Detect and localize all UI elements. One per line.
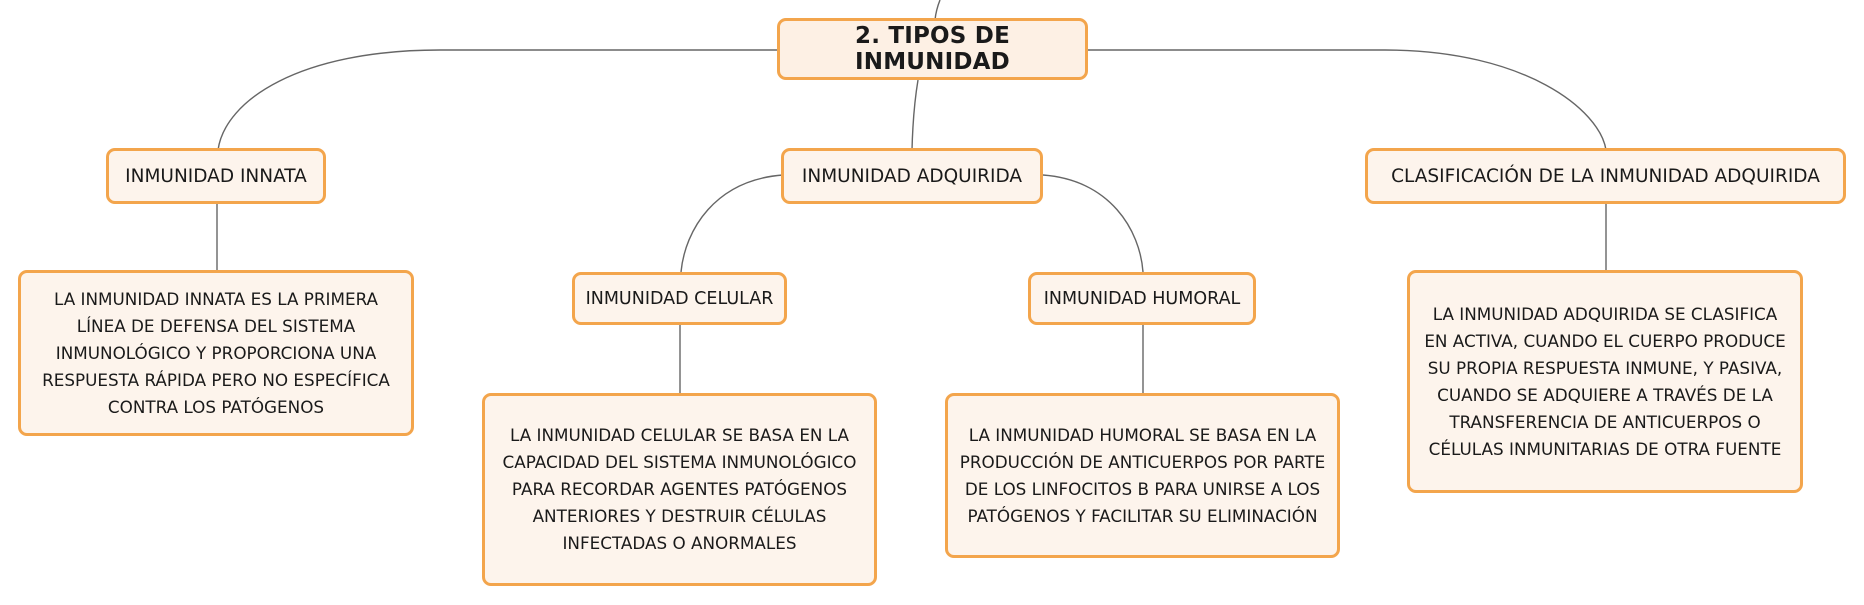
connector-root-to-innata: [217, 49, 780, 151]
humoral-description: LA INMUNIDAD HUMORAL SE BASA EN LA PRODU…: [959, 424, 1326, 526]
connector-adquirida-to-humoral: [1042, 174, 1144, 273]
adquirida-label: INMUNIDAD ADQUIRIDA: [801, 165, 1023, 187]
celular-description: LA INMUNIDAD CELULAR SE BASA EN LA CAPAC…: [502, 425, 857, 553]
root-label: 2. TIPOS DE INMUNIDAD: [855, 23, 1010, 75]
innata-description-node[interactable]: LA INMUNIDAD INNATA ES LA PRIMERA LÍNEA …: [18, 270, 414, 436]
innata-label: INMUNIDAD INNATA: [125, 165, 307, 187]
connector-root-to-adquirida: [911, 79, 919, 151]
connector-adquirida-to-celular: [680, 174, 784, 273]
adquirida-node[interactable]: INMUNIDAD ADQUIRIDA: [781, 148, 1043, 204]
celular-label: INMUNIDAD CELULAR: [585, 288, 774, 309]
celular-description-node[interactable]: LA INMUNIDAD CELULAR SE BASA EN LA CAPAC…: [482, 393, 877, 586]
clasificacion-description: LA INMUNIDAD ADQUIRIDA SE CLASIFICA EN A…: [1424, 303, 1786, 459]
clasificacion-description-node[interactable]: LA INMUNIDAD ADQUIRIDA SE CLASIFICA EN A…: [1407, 270, 1803, 493]
clasificacion-label: CLASIFICACIÓN DE LA INMUNIDAD ADQUIRIDA: [1391, 165, 1820, 187]
humoral-node[interactable]: INMUNIDAD HUMORAL: [1028, 272, 1256, 325]
humoral-description-node[interactable]: LA INMUNIDAD HUMORAL SE BASA EN LA PRODU…: [945, 393, 1340, 558]
root-node[interactable]: 2. TIPOS DE INMUNIDAD: [777, 18, 1088, 80]
celular-node[interactable]: INMUNIDAD CELULAR: [572, 272, 787, 325]
connector-root-to-clasificacion: [1087, 49, 1607, 151]
humoral-label: INMUNIDAD HUMORAL: [1043, 288, 1241, 309]
innata-node[interactable]: INMUNIDAD INNATA: [106, 148, 326, 204]
clasificacion-node[interactable]: CLASIFICACIÓN DE LA INMUNIDAD ADQUIRIDA: [1365, 148, 1846, 204]
connector-parent-to-root: [934, 0, 941, 21]
innata-description: LA INMUNIDAD INNATA ES LA PRIMERA LÍNEA …: [42, 288, 390, 417]
